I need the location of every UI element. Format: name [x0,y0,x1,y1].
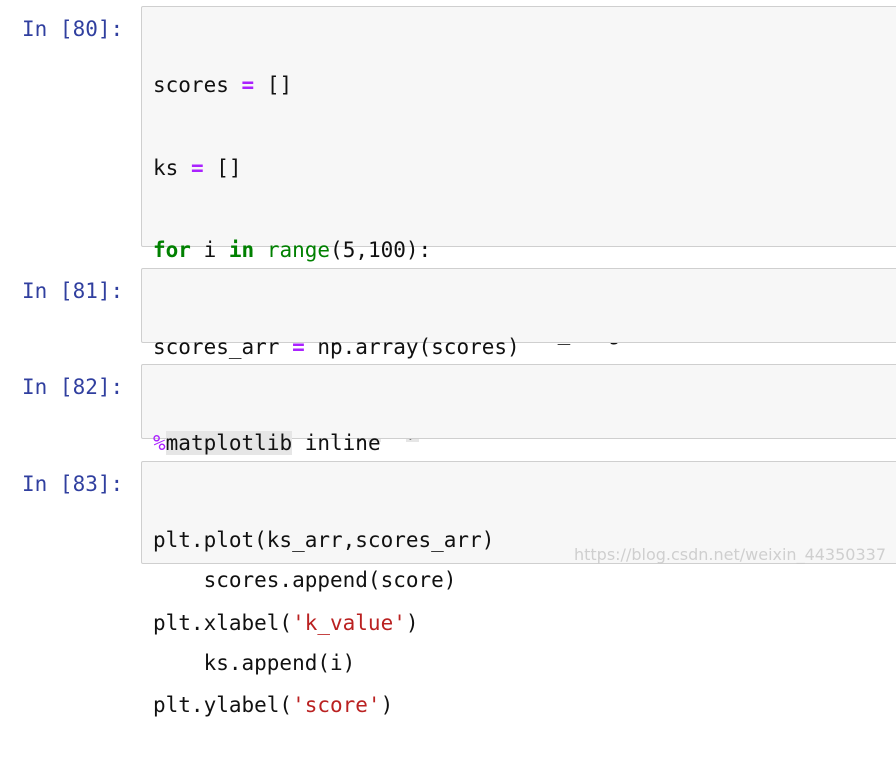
cell-input-area[interactable]: scores_arr = np.array(scores) ks_arr = n… [141,268,896,442]
cell-input-area[interactable]: scores = [] ks = [] for i in range(5,100… [141,6,896,675]
code-line: plt.ylabel('score') [153,693,394,717]
code-cell-80[interactable]: In [80]: scores = [] ks = [] for i in ra… [0,6,896,675]
code-line: scores = [] [153,73,293,97]
code-editor[interactable]: plt.plot(ks_arr,scores_arr) plt.xlabel('… [153,472,494,775]
cell-prompt: In [83]: [22,472,124,496]
watermark: https://blog.csdn.net/weixin_44350337 [573,545,886,564]
code-cell-81[interactable]: In [81]: scores_arr = np.array(scores) k… [0,268,896,442]
cell-input-area[interactable]: %matplotlib inline import matplotlib.pyp… [141,364,896,538]
code-line: ks = [] [153,155,242,180]
code-line: plt.xlabel('k_value') [153,610,419,635]
code-line: scores_arr = np.array(scores) [153,335,520,359]
cell-prompt: In [80]: [22,17,124,41]
code-cell-82[interactable]: In [82]: %matplotlib inline import matpl… [0,364,896,538]
cell-prompt: In [82]: [22,375,124,399]
code-line: for i in range(5,100): [153,238,432,262]
code-line: %matplotlib inline [153,431,381,455]
code-line: plt.plot(ks_arr,scores_arr) [153,528,495,552]
cell-prompt: In [81]: [22,279,124,303]
